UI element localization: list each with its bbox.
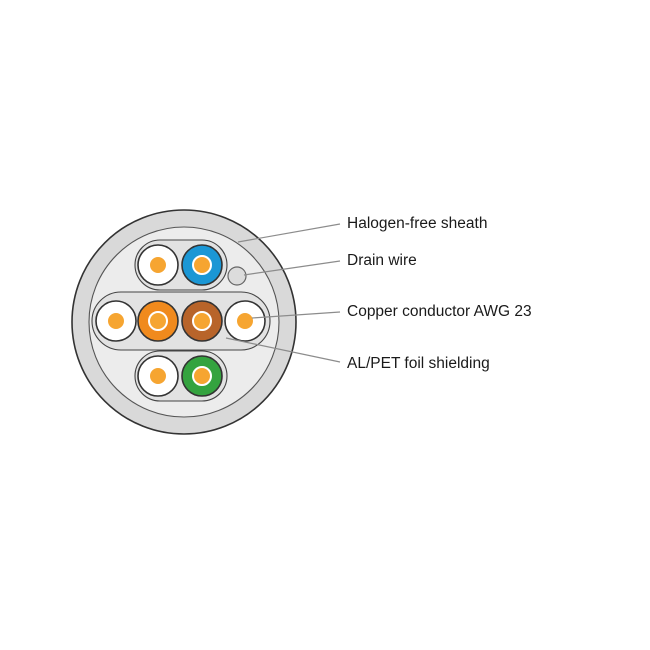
- copper-conductor: [235, 311, 255, 331]
- label-foil-shielding: AL/PET foil shielding: [347, 355, 490, 372]
- copper-conductor: [148, 255, 168, 275]
- copper-conductor: [192, 366, 212, 386]
- leader-line-drain: [243, 260, 341, 276]
- leader-line-foil: [225, 337, 341, 363]
- brown-pair: [181, 300, 266, 342]
- foil-lobe-middle: [91, 291, 271, 351]
- copper-conductor: [148, 311, 168, 331]
- orange-pair: [95, 300, 179, 342]
- copper-conductor: [192, 311, 212, 331]
- leader-line-sheath: [237, 223, 341, 243]
- label-drain-wire: Drain wire: [347, 252, 417, 269]
- drain-wire: [227, 266, 247, 286]
- green-pair: [137, 355, 223, 397]
- copper-conductor: [106, 311, 126, 331]
- copper-conductor: [192, 255, 212, 275]
- label-copper-conductor: Copper conductor AWG 23: [347, 303, 532, 320]
- blue-pair: [137, 244, 223, 286]
- leader-line-conductor: [251, 311, 341, 319]
- copper-conductor: [148, 366, 168, 386]
- label-halogen-free-sheath: Halogen-free sheath: [347, 215, 487, 232]
